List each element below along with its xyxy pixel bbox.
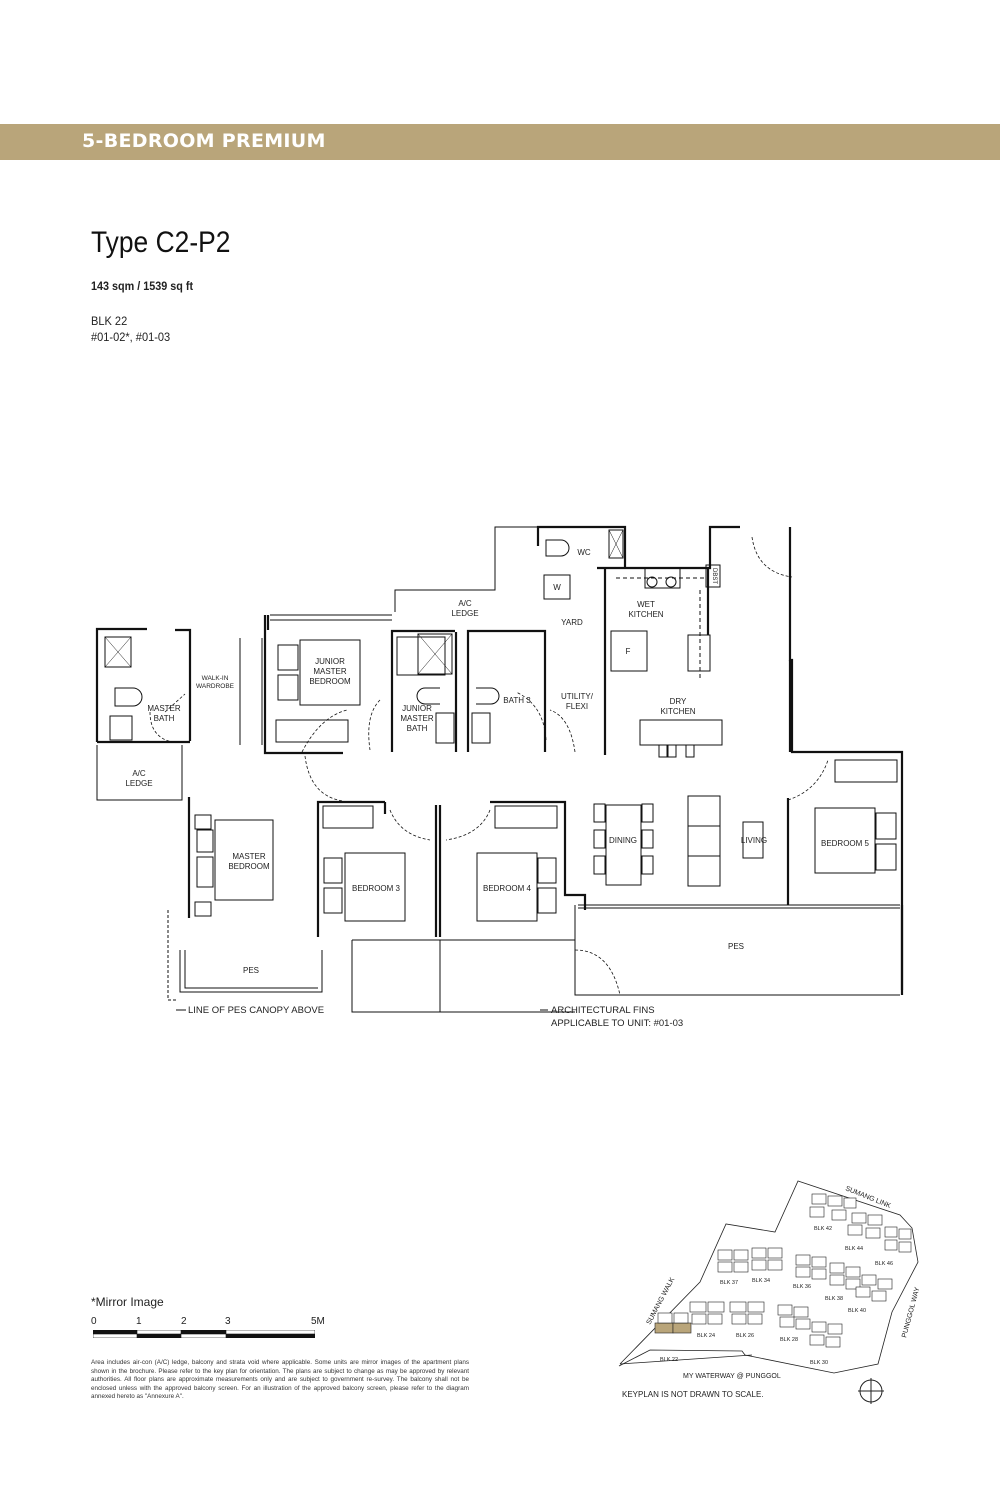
svg-text:LIVING: LIVING	[741, 836, 767, 845]
svg-text:BLK 30: BLK 30	[810, 1360, 828, 1366]
svg-text:WC: WC	[577, 548, 591, 557]
road-my-waterway: MY WATERWAY @ PUNGGOL	[683, 1373, 781, 1380]
svg-text:BEDROOM 5: BEDROOM 5	[821, 839, 870, 848]
bedroom-category-title: 5-BEDROOM PREMIUM	[82, 130, 326, 152]
svg-text:BLK 26: BLK 26	[736, 1333, 754, 1339]
road-sumang-link: SUMANG LINK	[844, 1185, 892, 1210]
svg-text:BEDROOM 3: BEDROOM 3	[352, 884, 401, 893]
road-sumang-walk: SUMANG WALK	[646, 1276, 677, 1326]
svg-text:BATH 3: BATH 3	[503, 696, 531, 705]
unit-area: 143 sqm / 1539 sq ft	[91, 279, 194, 293]
keyplan-scale-note: KEYPLAN IS NOT DRAWN TO SCALE.	[622, 1390, 764, 1399]
svg-text:BLK 40: BLK 40	[848, 1308, 866, 1314]
svg-text:DINING: DINING	[609, 836, 637, 845]
svg-text:BLK 37: BLK 37	[720, 1280, 738, 1286]
svg-text:BLK 28: BLK 28	[780, 1337, 798, 1343]
block-number: BLK 22	[91, 314, 128, 328]
scale-bar	[93, 1330, 315, 1338]
svg-text:YARD: YARD	[561, 618, 583, 627]
scale-ticks: 0 1 2 3 5M	[91, 1316, 325, 1327]
svg-text:BLK 34: BLK 34	[752, 1278, 770, 1284]
unit-block-info: BLK 22 #01-02*, #01-03	[91, 313, 170, 345]
svg-text:PES: PES	[728, 942, 744, 951]
svg-text:F: F	[626, 647, 631, 656]
unit-type-title: Type C2-P2	[91, 226, 231, 259]
svg-text:DBST: DBST	[711, 568, 717, 584]
header-band: 5-BEDROOM PREMIUM	[0, 124, 1000, 160]
svg-text:BLK 38: BLK 38	[825, 1296, 843, 1302]
svg-text:UTILITY/FLEXI: UTILITY/FLEXI	[561, 692, 594, 711]
mirror-image-note: *Mirror Image	[91, 1295, 164, 1309]
north-arrow-icon	[858, 1378, 884, 1404]
svg-text:BEDROOM 4: BEDROOM 4	[483, 884, 532, 893]
svg-text:BLK 36: BLK 36	[793, 1284, 811, 1290]
road-punggol-way: PUNGGOL WAY	[901, 1286, 921, 1338]
svg-text:BLK 22: BLK 22	[660, 1357, 678, 1363]
unit-numbers: #01-02*, #01-03	[91, 330, 171, 344]
svg-text:BLK 42: BLK 42	[814, 1226, 832, 1232]
svg-text:BLK 24: BLK 24	[697, 1333, 715, 1339]
svg-text:W: W	[553, 583, 561, 592]
disclaimer-text: Area includes air-con (A/C) ledge, balco…	[91, 1359, 469, 1401]
svg-text:BLK 46: BLK 46	[875, 1261, 893, 1267]
svg-text:PES: PES	[243, 966, 259, 975]
canopy-note: LINE OF PES CANOPY ABOVE	[188, 1005, 324, 1016]
svg-text:BLK 44: BLK 44	[845, 1246, 863, 1252]
